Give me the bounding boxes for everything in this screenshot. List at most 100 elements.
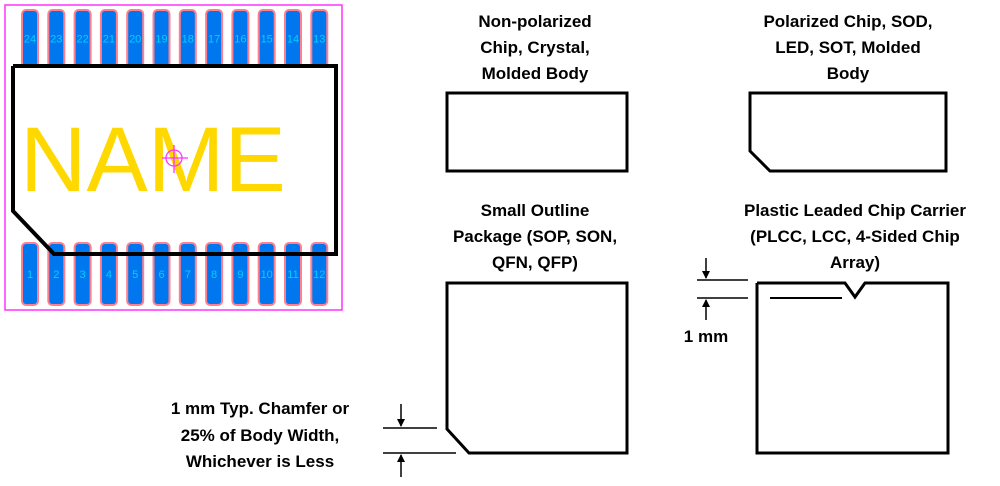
pin-number: 13 (313, 34, 325, 46)
pin-number: 10 (261, 269, 273, 281)
pad-fill (101, 244, 116, 304)
top-pad: 20 (126, 9, 145, 68)
plcc-body-outline (755, 281, 950, 455)
silkscreen-outline (11, 64, 338, 256)
nonpolarized-example: Non-polarized Chip, Crystal, Molded Body (445, 12, 629, 173)
bottom-pad: 12 (310, 242, 329, 306)
pin-number: 14 (287, 34, 299, 46)
name-text: NAME (20, 109, 286, 211)
chamfer-note-line-2: 25% of Body Width, (181, 426, 340, 445)
small-outline-body-outline (445, 281, 629, 455)
top-pad: 19 (152, 9, 171, 68)
pin-number: 11 (287, 269, 298, 281)
bottom-pad: 11 (284, 242, 302, 306)
pad-fill (233, 11, 248, 66)
pad-fill (286, 244, 300, 304)
pin-number: 4 (106, 269, 112, 281)
bottom-pad: 4 (99, 242, 118, 306)
nonpolarized-label-line-1: Non-polarized (478, 12, 591, 31)
pin-number: 21 (103, 34, 115, 46)
pin-number: 17 (208, 34, 220, 46)
pin-number: 7 (185, 269, 191, 281)
top-pad: 16 (231, 9, 250, 68)
pad-fill (259, 11, 274, 66)
top-pad-row: 24 23 22 21 20 19 18 17 16 15 14 13 (21, 9, 329, 68)
courtyard-outline (4, 4, 343, 311)
pin-number: 15 (261, 34, 273, 46)
pin-number: 2 (53, 269, 59, 281)
bottom-pad: 2 (47, 242, 66, 306)
nonpolarized-label-line-3: Molded Body (482, 64, 589, 83)
top-pad: 13 (310, 9, 329, 68)
bottom-pad: 7 (178, 242, 197, 306)
bottom-pad: 8 (205, 242, 224, 306)
pin-number: 8 (211, 269, 217, 281)
pad-fill (23, 11, 37, 66)
pad-fill (23, 244, 37, 304)
chamfer-dimension (383, 404, 456, 477)
plcc-example: Plastic Leaded Chip Carrier (PLCC, LCC, … (744, 201, 966, 455)
small-outline-example: Small Outline Package (SOP, SON, QFN, QF… (445, 201, 629, 455)
pad-fill (207, 11, 222, 66)
small-outline-label-line-2: Package (SOP, SON, (453, 227, 617, 246)
pad-fill (286, 11, 300, 66)
bottom-pad: 9 (231, 242, 250, 306)
pad-fill (180, 11, 195, 66)
bottom-pad: 3 (73, 242, 92, 306)
small-outline-label-line-1: Small Outline (481, 201, 590, 220)
pad-fill (207, 244, 222, 304)
polarized-body-outline (748, 91, 948, 173)
origin-marker (162, 145, 188, 173)
nonpolarized-label-line-2: Chip, Crystal, (480, 38, 590, 57)
pad-fill (312, 244, 327, 304)
bottom-pad: 6 (152, 242, 171, 306)
pin-number: 19 (155, 34, 167, 46)
polarized-label-line-3: Body (827, 64, 870, 83)
top-pad: 22 (73, 9, 92, 68)
pin-number: 16 (234, 34, 246, 46)
pin-number: 12 (313, 269, 325, 281)
pad-fill (75, 244, 90, 304)
top-pad: 24 (21, 9, 39, 68)
pin-number: 18 (182, 34, 194, 46)
pad-fill (154, 11, 169, 66)
pin-number: 23 (50, 34, 62, 46)
bottom-pad: 1 (21, 242, 39, 306)
polarized-example: Polarized Chip, SOD, LED, SOT, Molded Bo… (748, 12, 948, 173)
polarized-label-line-1: Polarized Chip, SOD, (763, 12, 932, 31)
pin-number: 3 (80, 269, 86, 281)
pad-fill (128, 244, 143, 304)
pad-fill (180, 244, 195, 304)
pad-fill (128, 11, 143, 66)
pin-number: 1 (27, 269, 33, 281)
top-pad: 21 (99, 9, 118, 68)
notch-note: 1 mm (684, 327, 728, 346)
pin-number: 24 (24, 34, 36, 46)
pad-fill (154, 244, 169, 304)
pad-fill (259, 244, 274, 304)
chamfer-note-line-3: Whichever is Less (186, 452, 334, 471)
pin-number: 20 (129, 34, 141, 46)
pad-fill (49, 244, 64, 304)
bottom-pad: 5 (126, 242, 145, 306)
top-pad: 23 (47, 9, 66, 68)
pad-fill (101, 11, 116, 66)
plcc-label-line-1: Plastic Leaded Chip Carrier (744, 201, 966, 220)
polarized-label-line-2: LED, SOT, Molded (775, 38, 920, 57)
plcc-label-line-3: Array) (830, 253, 880, 272)
top-pad: 15 (257, 9, 276, 68)
top-pad: 18 (178, 9, 197, 68)
bottom-pad: 10 (257, 242, 276, 306)
top-pad: 17 (205, 9, 224, 68)
pin-number: 5 (132, 269, 138, 281)
nonpolarized-body-outline (445, 91, 629, 173)
top-pad: 14 (284, 9, 302, 68)
pin-number: 6 (158, 269, 164, 281)
small-outline-label-line-3: QFN, QFP) (492, 253, 578, 272)
chamfer-note-line-1: 1 mm Typ. Chamfer or (171, 399, 350, 418)
pad-fill (49, 11, 64, 66)
